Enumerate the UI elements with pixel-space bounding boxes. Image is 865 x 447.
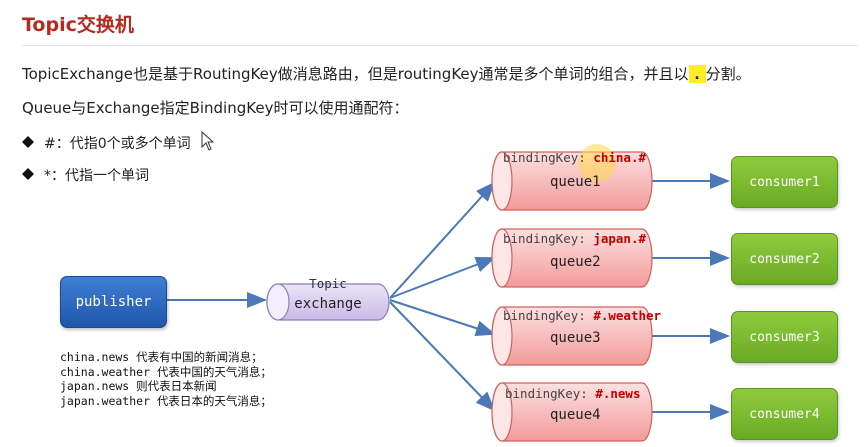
- arrow-exchange-queue2: [389, 256, 496, 299]
- queue3-cylinder: [491, 306, 653, 366]
- diamond-bullet-icon: [22, 136, 36, 152]
- queue2-binding-key: bindingKey: japan.#: [503, 231, 646, 246]
- description-text-end: 分割。: [705, 65, 751, 83]
- queue4-cylinder: [491, 382, 653, 442]
- dot-highlight: .: [688, 65, 706, 83]
- binding-key-value: china.#: [593, 150, 646, 165]
- arrow-exchange-queue1: [389, 181, 496, 299]
- note-line: japan.news 则代表日本新闻: [60, 379, 217, 393]
- binding-key-value: japan.#: [593, 231, 646, 246]
- diamond-bullet-icon: [22, 168, 36, 184]
- wildcard-hash-item: #：代指0个或多个单词: [22, 133, 191, 153]
- exchange-cylinder: [266, 283, 390, 321]
- note-line: china.news 代表有中国的新闻消息；: [60, 350, 263, 364]
- binding-key-value: #.news: [595, 386, 641, 401]
- note-line: japan.weather 代表日本的天气消息；: [60, 393, 272, 408]
- consumer4-node: consumer4: [731, 388, 838, 440]
- arrow-exchange-queue4: [389, 301, 496, 412]
- consumer3-node: consumer3: [731, 311, 838, 363]
- exchange-type-label: Topic: [309, 276, 347, 291]
- description-text: TopicExchange也是基于RoutingKey做消息路由，但是routi…: [22, 65, 689, 83]
- note-line: china.weather 代表中国的天气消息；: [60, 364, 272, 379]
- description-line-1: TopicExchange也是基于RoutingKey做消息路由，但是routi…: [22, 63, 751, 84]
- page-title: Topic交换机: [22, 14, 134, 36]
- queue3-name: queue3: [550, 330, 601, 346]
- queue2-name: queue2: [550, 254, 601, 270]
- queue3-binding-key: bindingKey: #.weather: [503, 308, 661, 323]
- routing-key-notes: china.news 代表有中国的新闻消息； china.weather 代表中…: [60, 350, 272, 408]
- arrow-exchange-queue3: [389, 299, 496, 337]
- binding-key-value: #.weather: [593, 308, 662, 323]
- queue1-binding-key: bindingKey: china.#: [503, 150, 646, 165]
- exchange-label: exchange: [294, 296, 362, 312]
- title-divider: [22, 45, 858, 46]
- wildcard-star-text: *：代指一个单词: [44, 168, 149, 184]
- queue4-name: queue4: [550, 407, 601, 423]
- binding-prefix: bindingKey:: [505, 386, 596, 401]
- publisher-node: publisher: [60, 276, 167, 328]
- consumer2-node: consumer2: [731, 233, 838, 285]
- queue1-name: queue1: [550, 174, 601, 190]
- binding-prefix: bindingKey:: [503, 150, 594, 165]
- pointer-highlight-icon: [578, 144, 616, 182]
- queue2-cylinder: [491, 228, 653, 288]
- queue4-binding-key: bindingKey: #.news: [505, 386, 640, 401]
- consumer1-node: consumer1: [731, 156, 838, 208]
- mouse-cursor-icon: [201, 131, 215, 151]
- wildcard-hash-text: #：代指0个或多个单词: [44, 136, 191, 152]
- wildcard-star-item: *：代指一个单词: [22, 165, 149, 185]
- binding-prefix: bindingKey:: [503, 308, 594, 323]
- binding-prefix: bindingKey:: [503, 231, 594, 246]
- description-line-2: Queue与Exchange指定BindingKey时可以使用通配符：: [22, 99, 409, 117]
